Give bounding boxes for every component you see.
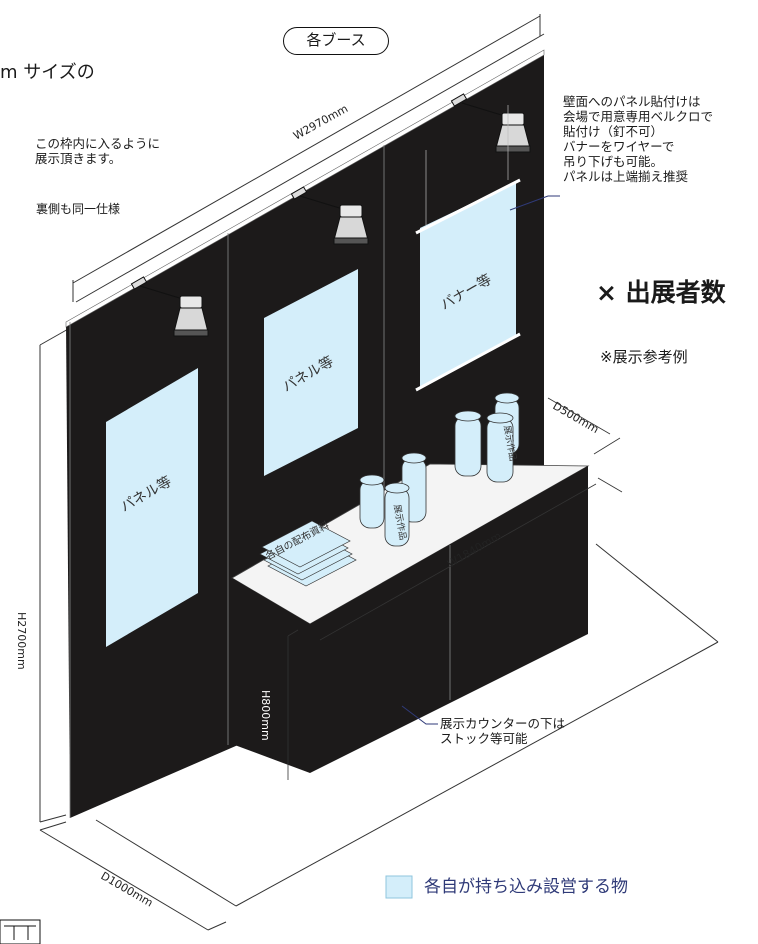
spotlight-2 — [290, 186, 369, 245]
exhibit-objects — [359, 392, 520, 547]
panel-1 — [106, 368, 198, 647]
depth-label: D1000mm — [99, 869, 156, 909]
corner-graphic — [0, 919, 41, 944]
spotlights — [130, 93, 531, 337]
example-note: ※展示参考例 — [600, 348, 688, 366]
legend-swatch — [385, 875, 413, 899]
counter-note: 展示カウンターの下は ストック等可能 — [440, 716, 566, 746]
legend-label: 各自が持ち込み設営する物 — [424, 877, 628, 897]
floor-outline — [95, 543, 719, 907]
counter — [231, 463, 590, 773]
height-label: H2700mm — [15, 612, 28, 670]
materials-stack — [259, 520, 357, 587]
counter-height-label: H800mm — [259, 690, 272, 741]
spotlight-1 — [130, 276, 209, 337]
wall-note: 壁面へのパネル貼付けは 会場で用意専用ベルクロで 貼付け（釘不可） バナーをワイ… — [563, 94, 714, 184]
width-dimension-line — [72, 14, 545, 303]
spotlight-3 — [450, 93, 531, 153]
counter-dimension-lines — [287, 397, 623, 780]
width-label: W2970mm — [291, 102, 350, 143]
depth-dimension-line — [39, 821, 227, 931]
height-dimension-line — [39, 327, 71, 823]
multiplier-text: × 出展者数 — [596, 278, 726, 307]
banner — [415, 105, 521, 392]
panel-2 — [264, 269, 358, 476]
counter-depth-label: D500mm — [551, 399, 602, 436]
frame-note: この枠内に入るように 展示頂きます。 — [35, 136, 161, 166]
backside-note: 裏側も同一仕様 — [36, 202, 121, 216]
callout-leaders — [401, 195, 560, 725]
top-left-fragment: m サイズの — [0, 62, 95, 83]
title-pill: 各ブース — [283, 27, 389, 55]
